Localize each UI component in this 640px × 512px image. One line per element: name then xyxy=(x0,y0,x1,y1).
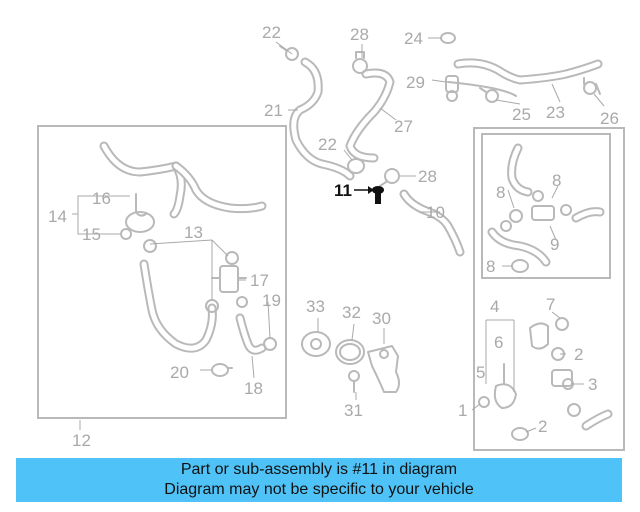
callout-25: 25 xyxy=(512,105,531,124)
fittings-group-1 xyxy=(478,317,613,441)
leader-lines xyxy=(72,37,605,433)
part-33 xyxy=(301,331,331,357)
callout-20: 20 xyxy=(170,363,189,382)
hose-group-8 xyxy=(487,143,605,273)
callout-13: 13 xyxy=(184,223,203,242)
callout-11: 11 xyxy=(334,181,352,200)
fitting-26 xyxy=(583,77,601,95)
callout-15: 15 xyxy=(82,225,101,244)
clamps-13 xyxy=(143,239,239,313)
callout-9: 9 xyxy=(550,235,559,254)
hose-10 xyxy=(399,189,465,257)
clamp-28-mid xyxy=(379,168,400,187)
callout-6: 6 xyxy=(494,333,503,352)
callout-21: 21 xyxy=(264,101,283,120)
callout-8-c: 8 xyxy=(486,257,495,276)
callout-30: 30 xyxy=(372,309,391,328)
hose-27 xyxy=(345,68,395,163)
clamp-22-mid xyxy=(347,158,365,174)
callout-10: 10 xyxy=(426,203,445,222)
callout-24: 24 xyxy=(404,29,423,48)
callout-19: 19 xyxy=(262,291,281,310)
banner-line-2: Diagram may not be specific to your vehi… xyxy=(164,481,474,498)
hose-23 xyxy=(447,58,603,97)
callout-22-top: 22 xyxy=(262,23,281,42)
callout-33: 33 xyxy=(306,297,325,316)
banner-line-1: Part or sub-assembly is #11 in diagram xyxy=(180,461,458,478)
callout-23: 23 xyxy=(546,103,565,122)
hose-group-12-upper xyxy=(99,141,267,219)
callout-3: 3 xyxy=(588,375,597,394)
callout-1: 1 xyxy=(458,401,467,420)
hose-18 xyxy=(235,313,267,355)
tee-17 xyxy=(211,265,247,293)
clamp-22-top xyxy=(279,45,299,61)
callout-18: 18 xyxy=(244,379,263,398)
hose-group-12-lower xyxy=(139,259,217,353)
callout-28-top: 28 xyxy=(350,25,369,44)
group-8-9-frame xyxy=(481,133,611,279)
callout-16: 16 xyxy=(92,189,111,208)
callout-12: 12 xyxy=(72,431,91,450)
hose-21 xyxy=(289,57,355,181)
info-banner: Part or sub-assembly is #11 in diagram D… xyxy=(16,458,622,502)
callout-31: 31 xyxy=(344,401,363,420)
callout-14: 14 xyxy=(48,207,67,226)
callout-22-mid: 22 xyxy=(318,135,337,154)
callout-2-b: 2 xyxy=(538,417,547,436)
callout-2-a: 2 xyxy=(574,345,583,364)
callout-28-mid: 28 xyxy=(418,167,437,186)
cap-24 xyxy=(440,32,456,44)
callout-7: 7 xyxy=(546,295,555,314)
clamp-28-top xyxy=(352,51,368,74)
callout-8-a: 8 xyxy=(496,183,505,202)
callout-4: 4 xyxy=(490,297,499,316)
callout-17: 17 xyxy=(250,271,269,290)
callout-32: 32 xyxy=(342,303,361,322)
clamp-19-b xyxy=(236,296,248,308)
part-11-bolt xyxy=(372,186,384,204)
leader-11 xyxy=(354,186,374,194)
fitting-29 xyxy=(445,75,459,102)
part-32-oring xyxy=(335,339,365,365)
fitting-14-16-15 xyxy=(120,193,155,240)
part-31-bolt xyxy=(348,370,360,393)
callout-5: 5 xyxy=(476,363,485,382)
clamp-20 xyxy=(211,363,233,377)
callout-27: 27 xyxy=(394,117,413,136)
part-30-flange xyxy=(367,345,400,393)
group-12-frame xyxy=(37,125,287,419)
callout-8-b: 8 xyxy=(552,171,561,190)
group-1-frame xyxy=(473,127,625,451)
callout-29: 29 xyxy=(406,73,425,92)
clamp-19 xyxy=(263,337,277,351)
fitting-25 xyxy=(479,87,499,103)
callout-26: 26 xyxy=(600,109,619,128)
